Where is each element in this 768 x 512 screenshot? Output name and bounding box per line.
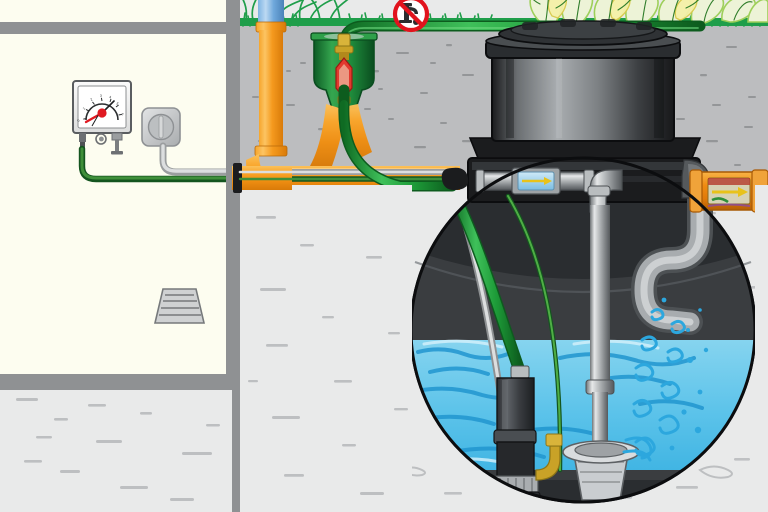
- wall-duct-front: [232, 163, 294, 193]
- below-floor-speckles: [16, 398, 220, 501]
- ceiling-slab: [0, 22, 238, 34]
- ground-foreground: [240, 185, 768, 512]
- thin-green-signal-cable: [505, 193, 563, 473]
- valve-box[interactable]: [310, 32, 378, 114]
- svg-text:5: 5: [115, 102, 119, 106]
- svg-text:3: 3: [100, 94, 102, 98]
- downpipe-orange: [259, 30, 283, 148]
- green-hose-descending: [338, 98, 458, 192]
- gauge-fittings: [79, 132, 123, 155]
- gray-power-cable: [159, 142, 248, 176]
- svg-text:6: 6: [120, 112, 124, 116]
- floor-slab-front: [0, 374, 238, 390]
- foreground-speckles: [248, 216, 408, 495]
- bubbles-small: [661, 297, 709, 451]
- svg-text:0: 0: [76, 119, 80, 123]
- gauge-tick-labels: 0 1 2 3 4 5 6: [76, 94, 124, 123]
- wall-socket[interactable]: [141, 107, 181, 147]
- tank-dome[interactable]: [468, 19, 702, 159]
- svg-text:4: 4: [109, 95, 112, 99]
- downpipe-blue: [258, 0, 284, 24]
- pump-outlet-elbow: [535, 433, 563, 481]
- below-floor-ground: [0, 390, 232, 512]
- gauge-ticks: [83, 97, 122, 120]
- svg-text:1: 1: [82, 106, 86, 110]
- no-drinking-water-sign: [392, 0, 430, 33]
- flow-arrow-icon: [544, 177, 552, 185]
- gauge-hub: [97, 108, 107, 118]
- inlet-swirl: [622, 436, 653, 462]
- inlet-flow-arrow-icon: [738, 187, 748, 197]
- svg-text:2: 2: [90, 97, 93, 101]
- bubbles: [632, 308, 686, 457]
- flow-indicator: [475, 167, 595, 195]
- cable-entry-boot: [441, 167, 469, 190]
- green-control-cable: [78, 145, 248, 183]
- floor-drain-grate: [153, 288, 206, 324]
- pressure-gauge[interactable]: 0 1 2 3 4 5 6: [72, 80, 132, 155]
